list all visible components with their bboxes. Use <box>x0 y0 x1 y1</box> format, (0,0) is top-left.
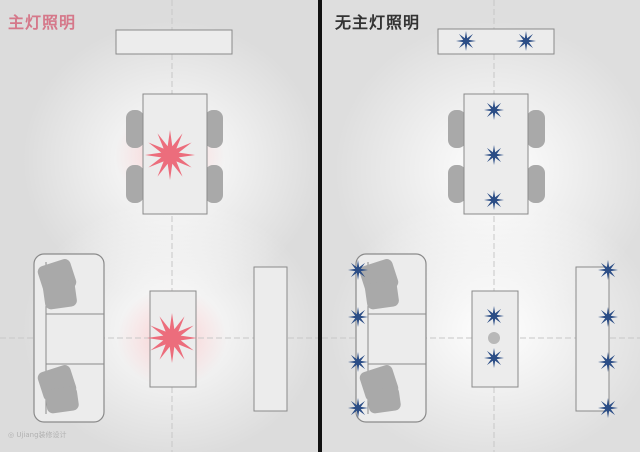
spot-light-star-icon <box>348 398 368 418</box>
right-panel-title: 无主灯照明 <box>335 13 421 32</box>
spot-light-star-icon <box>598 398 618 418</box>
left-dining-set <box>126 93 223 215</box>
chair <box>205 165 223 203</box>
cushion <box>365 280 399 310</box>
right-tv-cabinet <box>575 266 610 412</box>
spot-light-star-icon <box>484 100 504 120</box>
right-sideboard <box>437 28 555 55</box>
left-tv-cabinet <box>253 266 288 412</box>
spot-lights-group <box>348 31 618 418</box>
spot-light-star-icon <box>484 306 504 326</box>
coffee-table-center-dot <box>488 332 500 344</box>
chair <box>527 110 545 148</box>
left-sideboard <box>115 29 233 55</box>
main-light-burst-icon <box>147 313 197 363</box>
left-sofa <box>33 253 105 423</box>
spot-light-star-icon <box>348 260 368 280</box>
spot-light-star-icon <box>348 307 368 327</box>
chair <box>205 110 223 148</box>
cushion <box>43 280 77 310</box>
spot-light-star-icon <box>484 145 504 165</box>
spot-light-star-icon <box>456 31 476 51</box>
right-panel <box>322 0 640 452</box>
left-panel <box>0 0 322 452</box>
spot-light-star-icon <box>598 260 618 280</box>
chair <box>448 165 466 203</box>
spot-light-star-icon <box>598 307 618 327</box>
chair <box>448 110 466 148</box>
right-sofa <box>355 253 427 423</box>
panel-divider <box>318 0 322 452</box>
cushion <box>45 386 79 414</box>
spot-light-star-icon <box>484 348 504 368</box>
spot-light-star-icon <box>348 352 368 372</box>
left-panel-title: 主灯照明 <box>8 13 77 32</box>
chair <box>527 165 545 203</box>
spot-light-star-icon <box>484 190 504 210</box>
spot-light-star-icon <box>598 352 618 372</box>
chair <box>126 110 144 148</box>
main-light-burst-icon <box>145 130 195 180</box>
cushion <box>367 386 401 414</box>
spot-light-star-icon <box>516 31 536 51</box>
chair <box>126 165 144 203</box>
watermark: ◎ Ujiang装修设计 <box>8 431 67 439</box>
